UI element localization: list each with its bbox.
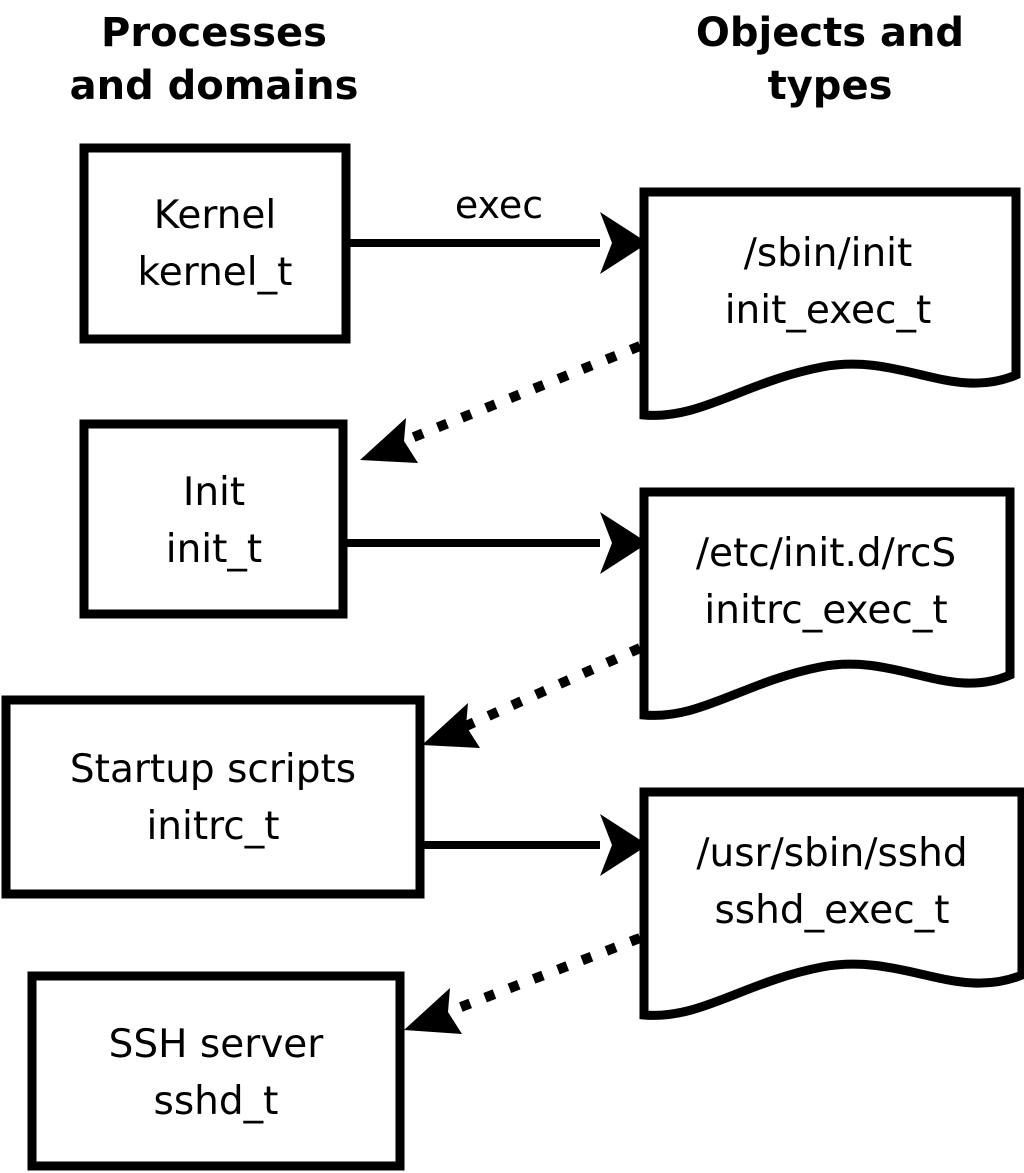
edge-initrc-to-sshd-exec	[424, 814, 648, 876]
edge-init-to-initrc-exec	[347, 512, 648, 574]
node-init-exec[interactable]: /sbin/init init_exec_t	[639, 187, 1021, 420]
node-initrc-line2: initrc_t	[146, 804, 279, 849]
node-init-exec-line1: /sbin/init	[744, 231, 913, 276]
node-initrc-exec-doc[interactable]	[639, 487, 1015, 720]
node-initrc-exec[interactable]: /etc/init.d/rcS initrc_exec_t	[639, 487, 1015, 720]
objects-header-line2: types	[768, 63, 893, 109]
objects-header-line1: Objects and	[696, 10, 964, 56]
node-init-exec-doc[interactable]	[639, 187, 1021, 420]
node-kernel-box[interactable]	[79, 143, 351, 344]
column-header-processes: Processes and domains	[70, 10, 359, 109]
arrowhead-initrc-transition	[422, 703, 480, 748]
arrowhead-init-transition	[360, 418, 418, 463]
processes-header-line2: and domains	[70, 63, 359, 109]
node-sshd-exec[interactable]: /usr/sbin/sshd sshd_exec_t	[639, 787, 1024, 1020]
node-initrc[interactable]: Startup scripts initrc_t	[1, 695, 425, 899]
edge-init-exec-to-init	[360, 341, 642, 463]
arrowhead-init-exec	[600, 512, 648, 574]
edge-kernel-to-init-exec: exec	[350, 183, 648, 274]
arrowhead-initrc-exec	[600, 814, 648, 876]
edge-line-sshd-transition	[446, 933, 642, 1017]
node-init-line2: init_t	[166, 527, 262, 572]
node-sshd-box[interactable]	[27, 971, 405, 1171]
node-initrc-line1: Startup scripts	[70, 747, 356, 792]
arrowhead-sshd-transition	[404, 988, 462, 1034]
node-kernel-line2: kernel_t	[138, 250, 293, 295]
node-init-line1: Init	[183, 470, 245, 515]
node-initrc-box[interactable]	[1, 695, 425, 899]
node-sshd-exec-line1: /usr/sbin/sshd	[696, 831, 967, 876]
node-sshd-exec-line2: sshd_exec_t	[714, 888, 949, 933]
node-init[interactable]: Init init_t	[79, 419, 348, 619]
edge-initrc-exec-to-initrc	[422, 643, 643, 748]
column-header-objects: Objects and types	[696, 10, 964, 109]
processes-header-line1: Processes	[101, 10, 327, 56]
node-init-box[interactable]	[79, 419, 348, 619]
node-sshd-line2: sshd_t	[154, 1079, 279, 1124]
node-sshd-line1: SSH server	[109, 1022, 325, 1067]
node-init-exec-line2: init_exec_t	[725, 288, 932, 333]
edge-sshd-exec-to-sshd	[404, 933, 642, 1034]
edge-label-exec: exec	[455, 183, 543, 227]
edge-line-init-transition	[402, 341, 642, 446]
edge-line-initrc-transition	[463, 643, 643, 731]
node-initrc-exec-line1: /etc/init.d/rcS	[696, 531, 956, 576]
node-kernel-line1: Kernel	[154, 193, 277, 238]
node-initrc-exec-line2: initrc_exec_t	[704, 588, 947, 633]
node-kernel[interactable]: Kernel kernel_t	[79, 143, 351, 344]
node-sshd[interactable]: SSH server sshd_t	[27, 971, 405, 1171]
node-sshd-exec-doc[interactable]	[639, 787, 1024, 1020]
arrowhead-kernel-exec	[600, 212, 648, 274]
